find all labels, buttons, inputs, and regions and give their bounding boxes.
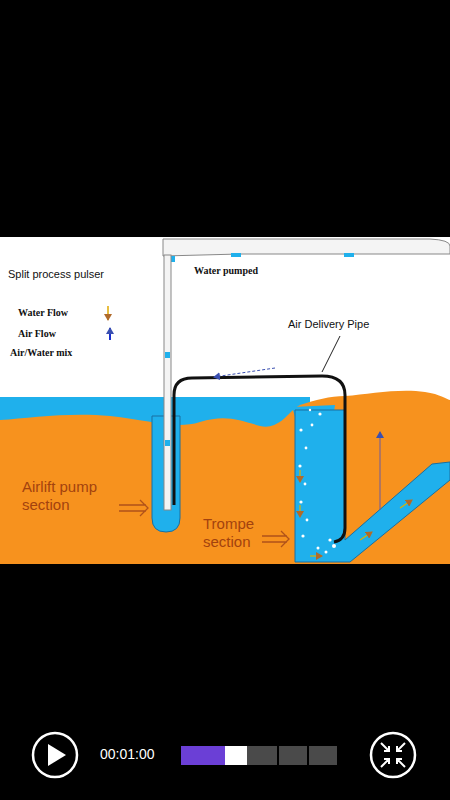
diagram-title: Split process pulser: [8, 268, 104, 280]
legend-text: Water Flow: [18, 307, 68, 318]
pipe-label: Air Delivery Pipe: [288, 318, 369, 330]
time-display: 00:01:00: [100, 747, 155, 762]
legend-text: Air/Water mix: [10, 347, 72, 358]
section-label: Trompe section: [203, 515, 298, 551]
pipe-label: Water pumped: [194, 265, 258, 276]
section-label: Airlift pump section: [22, 478, 117, 514]
legend-text: Air Flow: [18, 328, 56, 339]
